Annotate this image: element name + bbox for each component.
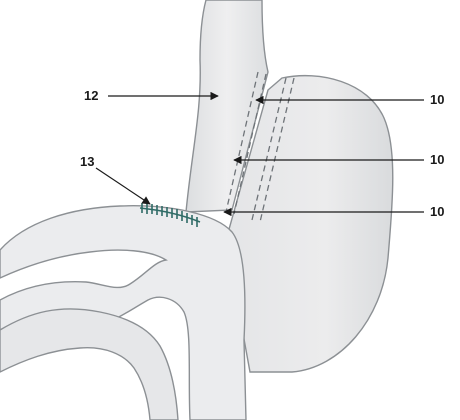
- callout-10-middle: 10: [430, 153, 444, 167]
- leader-13: [96, 168, 150, 204]
- callout-10-lower: 10: [430, 205, 444, 219]
- callout-12: 12: [84, 89, 98, 103]
- small-bowel-loop: [0, 309, 178, 420]
- callout-13: 13: [80, 155, 94, 169]
- callout-10-upper: 10: [430, 93, 444, 107]
